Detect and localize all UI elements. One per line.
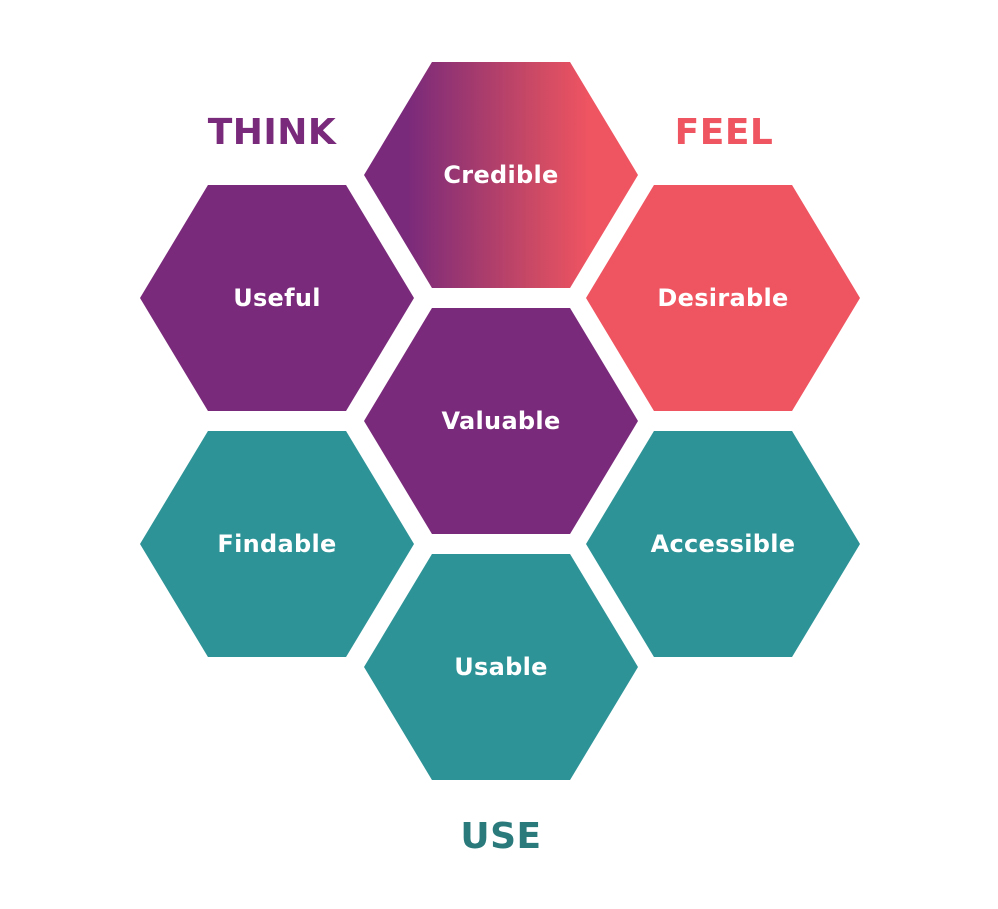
hex-usable: Usable (364, 554, 638, 780)
hex-usable-label: Usable (454, 653, 548, 681)
use-group-label: USE (460, 816, 542, 857)
hex-credible-label: Credible (443, 161, 559, 189)
hex-accessible-label: Accessible (650, 530, 796, 558)
feel-group-label: FEEL (674, 112, 774, 153)
hex-findable-label: Findable (217, 530, 337, 558)
hex-credible: Credible (364, 62, 638, 288)
hex-accessible: Accessible (586, 431, 860, 657)
hex-useful: Useful (140, 185, 414, 411)
hex-desirable: Desirable (586, 185, 860, 411)
hex-useful-label: Useful (233, 284, 321, 312)
hex-desirable-label: Desirable (657, 284, 789, 312)
hex-findable: Findable (140, 431, 414, 657)
think-group-label: THINK (207, 112, 337, 153)
hex-valuable-label: Valuable (441, 407, 561, 435)
hex-valuable: Valuable (364, 308, 638, 534)
